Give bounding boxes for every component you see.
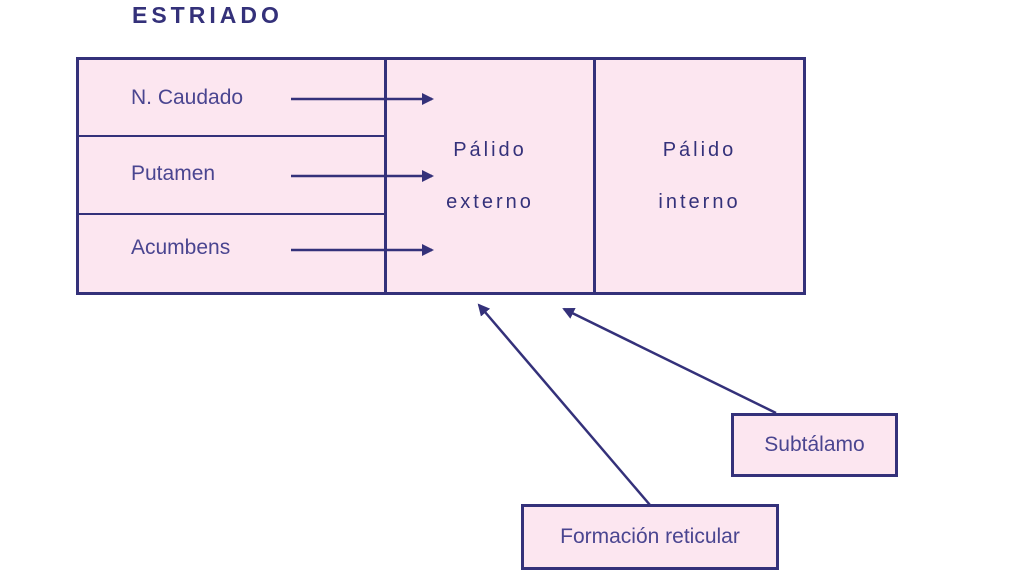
internal-pallidum-line2: interno [658,191,741,213]
reticular-formation-label: Formación reticular [560,525,740,548]
subthalamus-label: Subtálamo [764,433,865,456]
subthalamus-arrow [562,307,777,415]
accumbens-label: Acumbens [131,236,231,259]
external-pallidum-line1: Pálido [453,139,527,161]
divider-putamen-accumbens [78,213,385,215]
external-pallidum-line2: externo [446,191,534,213]
reticular-formation-arrow [477,303,651,506]
divider-caudate-putamen [78,135,385,137]
diagram-title: ESTRIADO [132,2,283,28]
caudate-label: N. Caudado [131,86,244,109]
reticular-formation-box: Formación reticular [521,504,779,570]
subthalamus-box: Subtálamo [731,413,898,477]
internal-pallidum-line1: Pálido [662,139,737,161]
basal-ganglia-box [76,57,806,295]
divider-external-internal [593,57,596,295]
putamen-label: Putamen [131,162,216,185]
